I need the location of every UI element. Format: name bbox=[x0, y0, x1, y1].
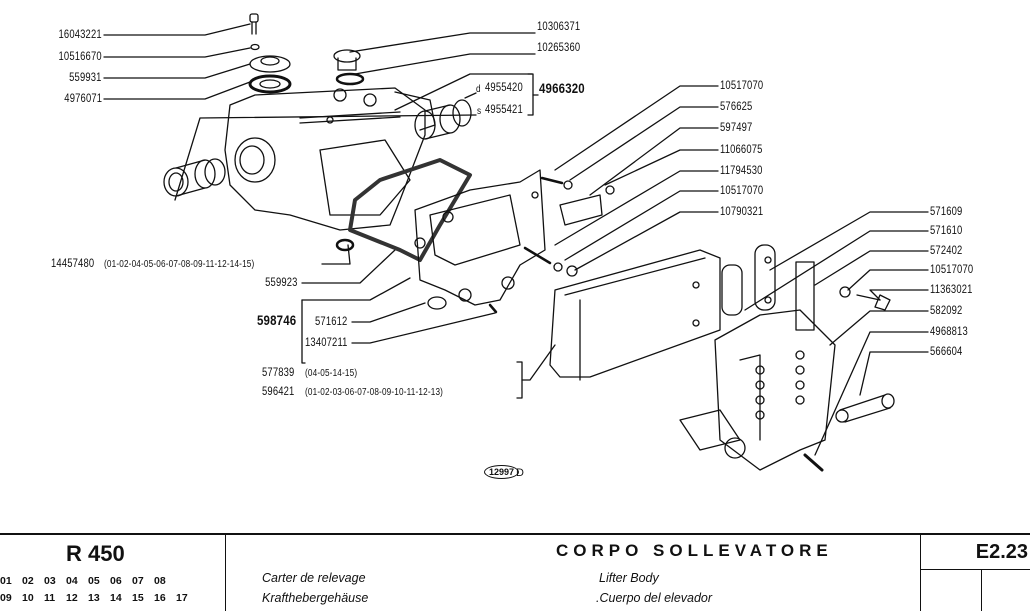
part-label: 577839 bbox=[262, 367, 295, 379]
model-code: 04 bbox=[66, 575, 78, 587]
part-label: 10306371 bbox=[537, 21, 581, 33]
part-label: 571610 bbox=[930, 225, 963, 237]
leader-lines-top-center bbox=[174, 32, 539, 201]
model-code: 06 bbox=[110, 575, 122, 587]
model-codes-row-2: 09 10 11 12 13 14 15 16 17 bbox=[0, 592, 198, 604]
bearing-prefix: s bbox=[477, 106, 482, 117]
model-code: 08 bbox=[154, 575, 166, 587]
title-english: Lifter Body bbox=[599, 571, 659, 585]
part-label: 597497 bbox=[720, 122, 753, 134]
plug-part bbox=[333, 49, 361, 71]
model-code: 05 bbox=[88, 575, 100, 587]
exploded-parts-drawing bbox=[103, 13, 929, 472]
bushing-small bbox=[427, 296, 447, 310]
part-label: 566604 bbox=[930, 346, 963, 358]
divider bbox=[921, 569, 1030, 570]
page-reference: E2.23 bbox=[975, 541, 1028, 563]
model-codes-row-1: 01 02 03 04 05 06 07 08 bbox=[0, 575, 176, 587]
leader-lines-bottom-left bbox=[301, 244, 556, 399]
part-label: 10517070 bbox=[720, 80, 764, 92]
model-code: 09 bbox=[0, 592, 12, 604]
model-code: 14 bbox=[110, 592, 122, 604]
title-cell: CORPO SOLLEVATORE Carter de relevage Kra… bbox=[226, 535, 921, 611]
part-label: 582092 bbox=[930, 305, 963, 317]
part-label: 559931 bbox=[69, 72, 102, 84]
divider bbox=[981, 569, 982, 611]
o-ring-part bbox=[335, 72, 365, 86]
part-label: 10516670 bbox=[58, 51, 102, 63]
leader-lines-top-left bbox=[103, 23, 251, 100]
part-label: 571612 bbox=[315, 316, 348, 328]
leader-lines-right-upper bbox=[554, 85, 719, 271]
model-code: 01 bbox=[0, 575, 12, 587]
part-label: 4976071 bbox=[64, 93, 102, 105]
hitch-pin bbox=[835, 393, 895, 423]
model-name: R 450 bbox=[66, 541, 125, 566]
part-label: 10517070 bbox=[930, 264, 974, 276]
part-label: 10265360 bbox=[537, 42, 581, 54]
model-code: 11 bbox=[44, 592, 56, 604]
group-label: 598746 bbox=[257, 312, 297, 328]
part-label: 596421 bbox=[262, 386, 295, 398]
model-applicability: (01-02-03-06-07-08-09-10-11-12-13) bbox=[305, 387, 444, 398]
drawing-suffix: D bbox=[516, 467, 524, 479]
title-italian: CORPO SOLLEVATORE bbox=[556, 541, 833, 560]
lift-arm bbox=[549, 249, 721, 381]
model-cell: R 450 01 02 03 04 05 06 07 08 09 10 11 12 13 14 15 16 1… bbox=[0, 535, 226, 611]
page-ref-cell: E2.23 bbox=[921, 535, 1030, 611]
model-code: 07 bbox=[132, 575, 144, 587]
cover-part bbox=[249, 55, 291, 73]
part-label: 576625 bbox=[720, 101, 753, 113]
stud-and-nuts bbox=[523, 176, 615, 277]
model-code: 15 bbox=[132, 592, 144, 604]
seal-ring-part bbox=[335, 238, 355, 252]
bolt-part bbox=[249, 13, 259, 35]
cover-plate bbox=[414, 169, 546, 306]
model-applicability: (04-05-14-15) bbox=[305, 368, 358, 379]
part-label: 13407211 bbox=[305, 337, 348, 349]
group-label: 4966320 bbox=[539, 80, 585, 96]
model-code: 10 bbox=[22, 592, 34, 604]
washer-part bbox=[250, 43, 260, 51]
model-code: 02 bbox=[22, 575, 34, 587]
model-code: 16 bbox=[154, 592, 166, 604]
model-code: 13 bbox=[88, 592, 100, 604]
link-plates bbox=[721, 244, 891, 331]
part-label: 10790321 bbox=[720, 206, 764, 218]
part-label: 4968813 bbox=[930, 326, 968, 338]
hitch-bracket bbox=[679, 309, 836, 471]
bushing-left bbox=[163, 158, 226, 197]
part-label: 11066075 bbox=[720, 144, 763, 156]
part-label: 11363021 bbox=[930, 284, 973, 296]
part-label: 16043221 bbox=[58, 29, 102, 41]
pin-bolt bbox=[803, 453, 824, 472]
part-label: 559923 bbox=[265, 277, 298, 289]
leader-lines-right-lower bbox=[744, 211, 929, 456]
seal-part bbox=[248, 74, 292, 94]
bearing-prefix: d bbox=[476, 84, 481, 95]
part-label: 10517070 bbox=[720, 185, 764, 197]
part-label: 571609 bbox=[930, 206, 963, 218]
title-german: Krafthebergehäuse bbox=[262, 591, 369, 605]
part-label: 572402 bbox=[930, 245, 963, 257]
model-code: 12 bbox=[66, 592, 78, 604]
part-label: 4955420 bbox=[485, 82, 523, 94]
model-applicability: (01-02-04-05-06-07-08-09-11-12-14-15) bbox=[104, 259, 255, 270]
lifter-housing bbox=[224, 87, 436, 231]
bushing-right bbox=[414, 99, 472, 140]
title-block: R 450 01 02 03 04 05 06 07 08 09 10 11 12 13 14 15 16 1… bbox=[0, 533, 1030, 611]
part-label: 4955421 bbox=[485, 104, 523, 116]
part-label: 11794530 bbox=[720, 165, 763, 177]
model-code: 17 bbox=[176, 592, 188, 604]
part-label: 14457480 bbox=[51, 258, 95, 270]
title-spanish: .Cuerpo del elevador bbox=[596, 591, 713, 605]
grease-fitting bbox=[488, 303, 498, 314]
drawing-number-badge: 12997 bbox=[484, 465, 520, 479]
title-french: Carter de relevage bbox=[262, 571, 366, 585]
gasket-part bbox=[348, 158, 472, 262]
model-code: 03 bbox=[44, 575, 56, 587]
